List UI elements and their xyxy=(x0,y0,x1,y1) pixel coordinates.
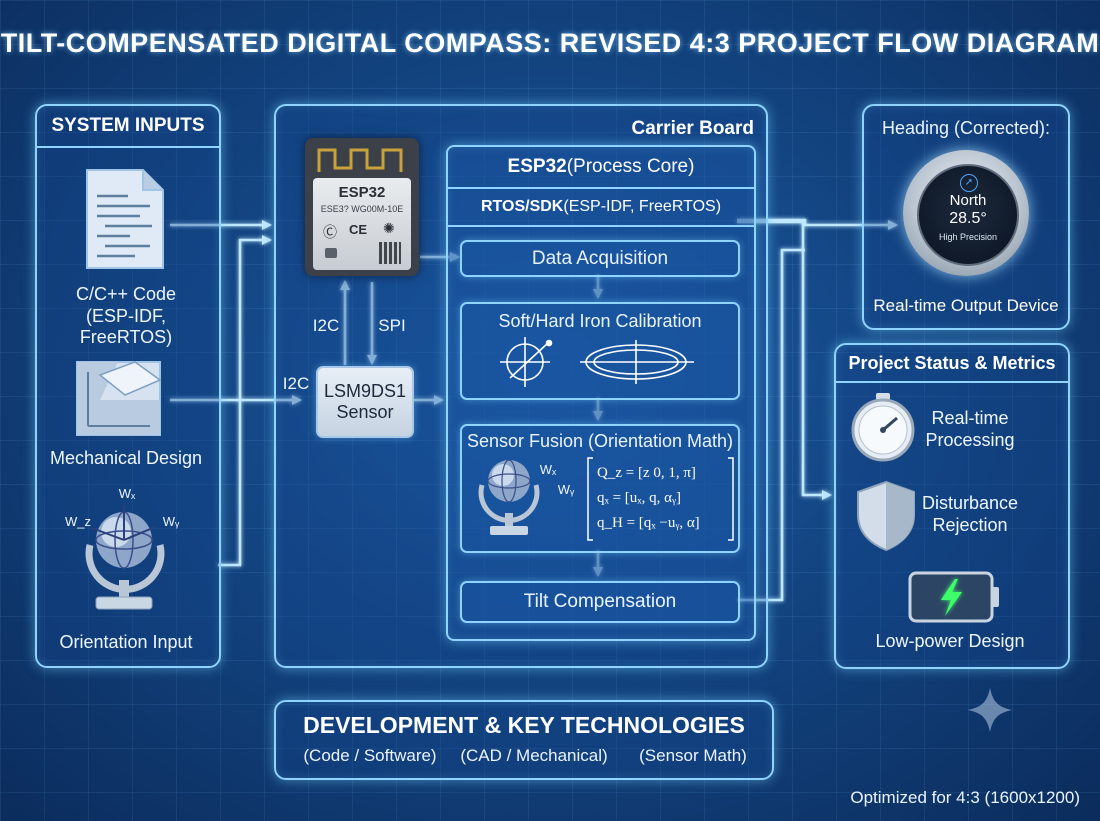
tech-tag-code: (Code / Software) xyxy=(303,746,437,765)
qr-code-icon xyxy=(379,242,401,264)
ce-label-icon: CE xyxy=(349,222,368,237)
tilt-compensation-step: Tilt Compensation xyxy=(460,581,740,623)
tech-tag-math: (Sensor Math) xyxy=(639,746,747,765)
development-panel: DEVELOPMENT & KEY TECHNOLOGIES (Code / S… xyxy=(274,700,774,780)
gimbal-wx-label: Wₓ xyxy=(118,486,136,501)
heading-direction: North xyxy=(949,192,987,209)
process-core-header: ESP32 (Process Core) xyxy=(448,147,754,189)
esp32-module: ESP32 ESE3? WG00M-10E Ⓒ CE ✺ xyxy=(305,138,419,276)
fusion-wx-label: Wₓ xyxy=(539,462,557,477)
heading-precision: High Precision xyxy=(938,232,998,242)
process-core-header-bold: ESP32 xyxy=(507,156,567,177)
rtos-sdk-rest: (ESP-IDF, FreeRTOS) xyxy=(563,198,722,215)
ce-mark-icon: Ⓒ xyxy=(323,224,337,240)
code-label: C/C++ Code xyxy=(75,284,177,304)
gimbal-wz-label: W_z xyxy=(65,514,91,529)
arrow-orient-to-esp32 xyxy=(218,235,272,567)
realtime-processing-label-2: Processing xyxy=(925,430,1015,450)
carrier-board-header: Carrier Board xyxy=(631,118,755,139)
realtime-processing-label-1: Real-time xyxy=(931,408,1009,428)
rtos-sdk-bold: RTOS/SDK xyxy=(480,198,564,215)
sensor-fusion-label: Sensor Fusion (Orientation Math) xyxy=(466,431,734,451)
disturbance-rejection-label-1: Disturbance xyxy=(921,493,1019,513)
calibration-step: Soft/Hard Iron Calibration xyxy=(460,302,740,400)
esp32-shield-can: ESP32 ESE3? WG00M-10E Ⓒ CE ✺ xyxy=(313,178,411,270)
esp32-chip-model: ESE3? WG00M-10E xyxy=(320,204,404,214)
chip-pad-icon xyxy=(325,248,337,258)
arrow-core-to-output xyxy=(737,218,898,230)
tech-tag-cad: (CAD / Mechanical) xyxy=(460,746,608,765)
compass-screen: ➚ North 28.5° High Precision xyxy=(917,164,1019,266)
calibration-label: Soft/Hard Iron Calibration xyxy=(498,311,702,331)
rtos-sdk-row: RTOS/SDK (ESP-IDF, FreeRTOS) xyxy=(448,189,754,227)
process-core-header-rest: (Process Core) xyxy=(566,156,695,177)
system-inputs-header: SYSTEM INPUTS xyxy=(37,106,219,148)
spi-link-label: SPI xyxy=(378,316,406,335)
equation-row: Q_z = [z 0, 1, π] xyxy=(597,465,696,481)
lsm9ds1-sensor-box: LSM9DS1 Sensor xyxy=(316,366,414,438)
orientation-input-label: Orientation Input xyxy=(59,632,193,652)
espressif-logo-icon: ✺ xyxy=(383,220,395,236)
project-status-header: Project Status & Metrics xyxy=(836,345,1068,383)
equation-row: qₓ = [uₓ, q, αᵧ] xyxy=(597,490,681,506)
pcb-antenna-icon xyxy=(317,148,403,172)
i2c-link-label: I2C xyxy=(312,316,340,335)
esp32-chip-name: ESP32 xyxy=(338,184,386,201)
i2c-input-label: I2C xyxy=(282,374,310,393)
equation-row: q_H = [qₓ −uᵧ, α] xyxy=(597,515,700,531)
output-device-label: Real-time Output Device xyxy=(873,296,1059,315)
disturbance-rejection-label-2: Rejection xyxy=(932,515,1008,535)
development-header: DEVELOPMENT & KEY TECHNOLOGIES xyxy=(303,712,745,738)
arrow-tilt-to-status xyxy=(737,248,805,602)
fusion-wy-label: Wᵧ xyxy=(557,482,575,497)
heading-header: Heading (Corrected): xyxy=(881,118,1051,138)
sensor-name: LSM9DS1 xyxy=(323,381,407,401)
low-power-label: Low-power Design xyxy=(875,631,1025,651)
code-sublabel: (ESP-IDF, FreeRTOS) xyxy=(79,306,173,347)
fusion-equations: Q_z = [z 0, 1, π] qₓ = [uₓ, q, αᵧ] q_H =… xyxy=(597,461,727,536)
gimbal-wy-label: Wᵧ xyxy=(162,514,180,529)
system-inputs-panel: SYSTEM INPUTS xyxy=(35,104,221,668)
sensor-type: Sensor xyxy=(336,402,394,422)
mechanical-design-label: Mechanical Design xyxy=(49,448,203,468)
heading-degrees: 28.5° xyxy=(949,210,987,227)
data-acquisition-step: Data Acquisition xyxy=(460,240,740,277)
arrow-rtos-to-status xyxy=(737,220,832,500)
compass-display: ➚ North 28.5° High Precision xyxy=(903,150,1029,276)
diagram-title: TILT-COMPENSATED DIGITAL COMPASS: REVISE… xyxy=(0,28,1100,58)
footer-note: Optimized for 4:3 (1600x1200) xyxy=(850,788,1080,807)
compass-needle-icon: ➚ xyxy=(960,174,978,192)
